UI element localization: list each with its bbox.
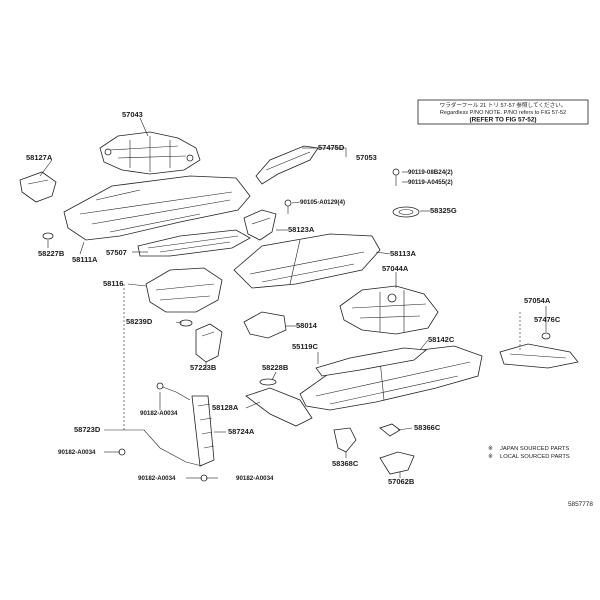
clip-90182-a-shape	[156, 382, 164, 390]
part-57054A-shape	[499, 332, 579, 369]
label-57044A: 57044A	[382, 264, 409, 273]
note-line-3: (REFER TO FIG 57-52)	[470, 117, 537, 124]
legend-local-marker: ※	[488, 454, 493, 460]
part-58227B-shape	[42, 232, 54, 240]
leader-lines	[39, 117, 547, 479]
label-58723D: 58723D	[74, 425, 101, 434]
note-line-1: ワラダーフール 21 トリ 57-57 参照してください。	[440, 101, 567, 109]
label-90182-A0034-bottom-left: 90182-A0034	[138, 475, 176, 482]
part-57044A-shape	[339, 285, 439, 335]
part-58113A-shape	[233, 233, 381, 289]
label-58113A: 58113A	[390, 249, 416, 258]
part-58325G-shape	[392, 168, 420, 218]
label-58111A: 58111A	[72, 255, 98, 264]
label-90182-A0034-bottom-right: 90182-A0034	[236, 475, 274, 482]
label-57054A: 57054A	[524, 296, 551, 305]
part-58128A-shape	[245, 387, 313, 427]
part-90105-bolt-shape	[284, 199, 292, 214]
label-57043: 57043	[122, 110, 143, 119]
label-58128A: 58128A	[212, 403, 239, 412]
part-front-floor-panel-shape	[63, 175, 251, 241]
label-58127A: 58127A	[26, 153, 53, 162]
part-58123A-shape	[243, 209, 277, 241]
label-55119C: 55119C	[292, 342, 318, 351]
part-58228B-shape	[259, 378, 277, 386]
part-58723D-pipe-shape	[122, 385, 203, 467]
label-57476C: 57476C	[534, 315, 561, 324]
label-58228B: 58228B	[262, 363, 289, 372]
legend-japan-marker: ※	[488, 446, 493, 452]
label-58239D: 58239D	[126, 317, 153, 326]
reference-note-box: ワラダーフール 21 トリ 57-57 参照してください。 Regardless…	[417, 99, 589, 125]
part-58014-shape	[243, 311, 287, 339]
label-90182-A0034-top: 90182-A0034	[140, 410, 178, 417]
label-58227B: 58227B	[38, 249, 65, 258]
label-58123A: 58123A	[288, 225, 315, 234]
part-57043-shape	[99, 131, 201, 175]
label-58142C: 58142C	[428, 335, 455, 344]
part-57053-shape	[255, 145, 319, 185]
part-58366C-shape	[379, 423, 401, 437]
legend-local-text: LOCAL SOURCED PARTS	[500, 454, 570, 460]
legend-japan-text: JAPAN SOURCED PARTS	[500, 446, 569, 452]
label-90105-A0129: 90105-A0129(4)	[300, 199, 345, 206]
label-57053: 57053	[356, 153, 377, 162]
label-58116: 58116	[103, 279, 123, 288]
label-58366C: 58366C	[414, 423, 441, 432]
source-legend: ※ JAPAN SOURCED PARTS ※ LOCAL SOURCED PA…	[488, 446, 570, 460]
figure-id: 5857778	[568, 501, 593, 508]
part-58724A-pipe-shape	[191, 395, 215, 467]
label-57223B: 57223B	[190, 363, 217, 372]
part-labels: 57043 58127A 57475D 57053 90119-08B24(2)…	[26, 110, 561, 486]
part-58127A-shape	[19, 171, 57, 203]
part-58368C-shape	[333, 427, 357, 453]
label-57475D: 57475D	[318, 143, 345, 152]
part-57062B-shape	[379, 451, 415, 475]
label-57507: 57507	[106, 248, 127, 257]
label-90119-08B24: 90119-08B24(2)	[408, 169, 453, 176]
label-90119-A0455: 90119-A0455(2)	[408, 179, 453, 186]
part-55119C-shape	[315, 347, 427, 377]
label-58724A: 58724A	[228, 427, 255, 436]
part-58116-shape	[145, 267, 223, 313]
label-58368C: 58368C	[332, 459, 359, 468]
label-58325G: 58325G	[430, 206, 457, 215]
label-90182-A0034-left: 90182-A0034	[58, 449, 96, 456]
part-57223B-shape	[195, 323, 223, 363]
label-58014: 58014	[296, 321, 318, 330]
part-57507-shape	[137, 229, 251, 257]
label-57062B: 57062B	[388, 477, 415, 486]
note-line-2: Regardless P/NO NOTE. P/NO refers to FIG…	[440, 110, 566, 116]
part-58239D-shape	[179, 319, 193, 327]
